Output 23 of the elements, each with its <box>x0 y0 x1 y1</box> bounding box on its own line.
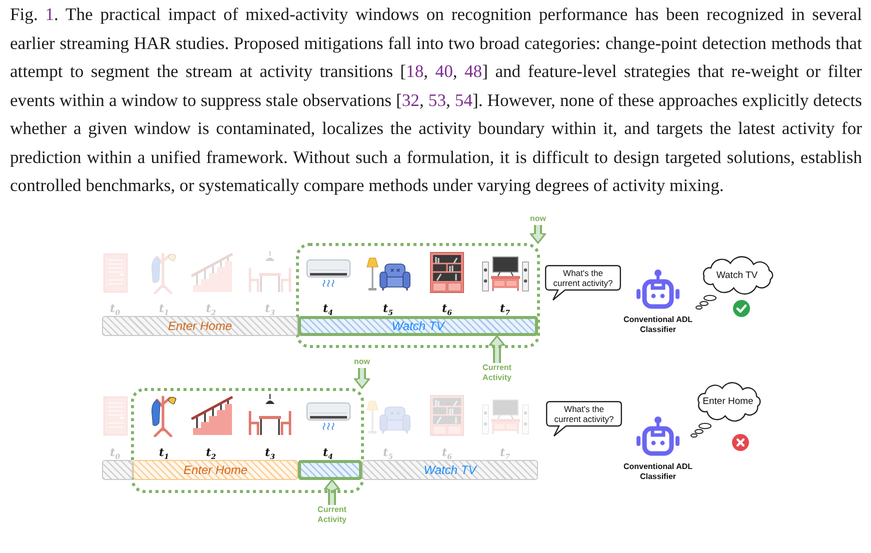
time-label: t$_{0}$ <box>110 446 120 464</box>
arrow <box>323 479 341 505</box>
current-activity-label: Current Activity <box>475 363 519 385</box>
timeline-segment <box>102 460 133 480</box>
window-frame <box>131 388 364 493</box>
activity-segment: Watch TV <box>362 460 538 480</box>
activity-segment: Enter Home <box>102 316 298 336</box>
arrow <box>353 368 371 389</box>
activity-segment: Watch TV <box>298 316 538 336</box>
classifier-label: Conventional ADL Classifier <box>616 462 700 484</box>
timeline-segment <box>298 460 362 480</box>
current-activity-label: Current Activity <box>310 505 354 527</box>
speech-bubble: What's the current activity? <box>546 401 622 437</box>
arrow <box>529 225 547 244</box>
classifier-label: Conventional ADL Classifier <box>616 315 700 337</box>
window-frame <box>296 243 540 348</box>
arrow <box>488 335 506 363</box>
activity-segment: Enter Home <box>133 460 298 480</box>
speech-bubble: What's the current activity? <box>545 265 621 301</box>
time-label: t$_{4}$ <box>323 446 333 464</box>
now-label: now <box>527 214 549 225</box>
figure-caption: Fig. 1. The practical impact of mixed-activity windows on recognition performance has been recognized in several earlier streaming HAR studies. Proposed mitigations fall into two broad categories: change-point detection methods that attempt to segment the stream at activity transitions [18, 40, 48] and feature-level strategies that re-weight or filter events within a window to suppress stale observations [32, 53, 54]. However, none of these approaches explicitly detects whether a given window is contaminated, localizes the activity boundary within it, and targets the latest activity for prediction within a unified framework. Without such a formulation, it is difficult to design targeted solutions, establish controlled benchmarks, or systematically compare methods under varying degrees of activity mixing. <box>10 3 862 197</box>
now-label: now <box>351 357 373 368</box>
